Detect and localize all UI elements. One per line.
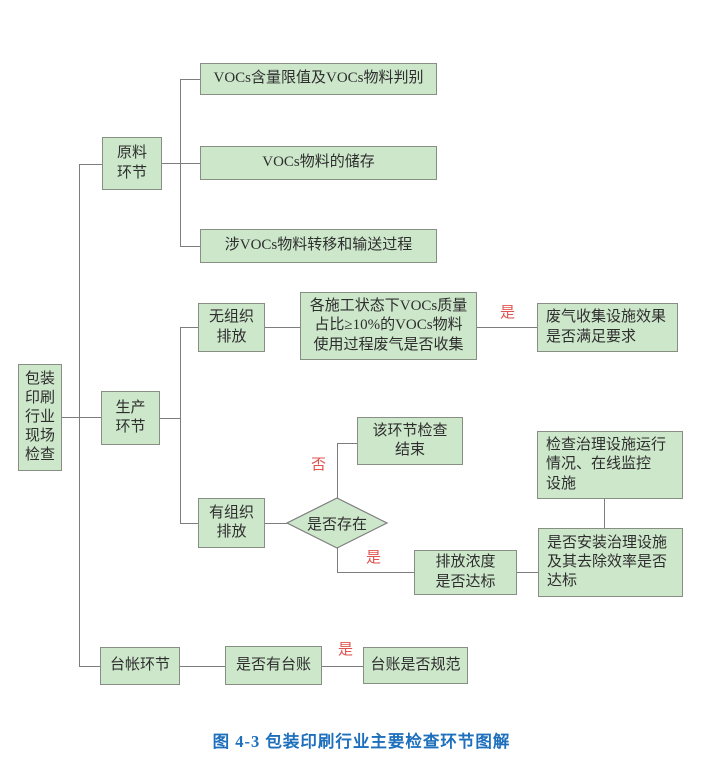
node-raw-item1: VOCs含量限值及VOCs物料判别 bbox=[200, 63, 437, 95]
node-ledger-exists: 是否有台账 bbox=[225, 646, 322, 685]
node-raw-stage: 原料 环节 bbox=[102, 137, 162, 190]
node-fugitive-check: 各施工状态下VOCs质量 占比≥10%的VOCs物料 使用过程废气是否收集 bbox=[300, 292, 477, 360]
node-raw-item3: 涉VOCs物料转移和输送过程 bbox=[200, 229, 437, 263]
organized-stub-line bbox=[180, 523, 198, 525]
decision-label: 是否存在 bbox=[306, 516, 367, 533]
fugitive-stub-line bbox=[180, 327, 198, 329]
node-gas-collection: 废气收集设施效果 是否满足要求 bbox=[537, 303, 678, 352]
trunk-to-raw-line bbox=[79, 164, 102, 166]
decision-diamond-shape bbox=[285, 497, 389, 549]
node-organized: 有组织 排放 bbox=[198, 498, 265, 548]
node-treatment-monitor: 检查治理设施运行 情况、在线监控 设施 bbox=[537, 431, 683, 499]
check-to-collection-line bbox=[477, 327, 537, 329]
root-to-production-line bbox=[62, 417, 101, 419]
node-raw-item2: VOCs物料的储存 bbox=[200, 146, 437, 180]
fugitive-to-check-line bbox=[265, 327, 300, 329]
decision-no-up-line bbox=[337, 443, 339, 498]
edge-label-exist-no: 否 bbox=[311, 457, 327, 473]
production-branch-trunk-line bbox=[180, 327, 182, 523]
monitor-to-install-line bbox=[604, 499, 606, 528]
node-fugitive: 无组织 排放 bbox=[198, 303, 265, 352]
figure-caption: 图 4-3 包装印刷行业主要检查环节图解 bbox=[212, 732, 511, 751]
node-ledger-standard: 台账是否规范 bbox=[363, 647, 468, 684]
raw-branch-trunk-line bbox=[180, 79, 182, 246]
node-root: 包装 印刷 行业 现场 检查 bbox=[18, 364, 62, 471]
node-decision-exists: 是否存在 bbox=[285, 496, 389, 550]
production-to-trunk-line bbox=[160, 418, 180, 420]
node-treatment-install: 是否安装治理设施 及其去除效率是否 达标 bbox=[538, 528, 683, 597]
exists-to-standard-line bbox=[322, 666, 363, 668]
raw-item3-stub-line bbox=[180, 246, 200, 248]
node-ledger-stage: 台帐环节 bbox=[100, 647, 180, 685]
node-production-stage: 生产 环节 bbox=[101, 391, 160, 445]
no-to-end-line bbox=[337, 443, 357, 445]
edge-label-ledger-yes: 是 bbox=[338, 642, 354, 658]
organized-to-decision-line bbox=[265, 523, 287, 525]
emission-to-install-line bbox=[517, 572, 538, 574]
node-emission-check: 排放浓度 是否达标 bbox=[414, 550, 517, 595]
root-trunk-line bbox=[79, 164, 81, 666]
trunk-to-ledger-line bbox=[79, 666, 100, 668]
edge-label-collection-yes: 是 bbox=[500, 305, 516, 321]
node-check-end: 该环节检查 结束 bbox=[357, 417, 463, 465]
raw-item1-stub-line bbox=[180, 79, 200, 81]
decision-yes-down-line bbox=[337, 548, 339, 572]
edge-label-exist-yes: 是 bbox=[366, 550, 382, 566]
yes-to-emission-line bbox=[337, 572, 414, 574]
ledger-to-exists-line bbox=[180, 666, 225, 668]
raw-to-item2-line bbox=[162, 163, 200, 165]
